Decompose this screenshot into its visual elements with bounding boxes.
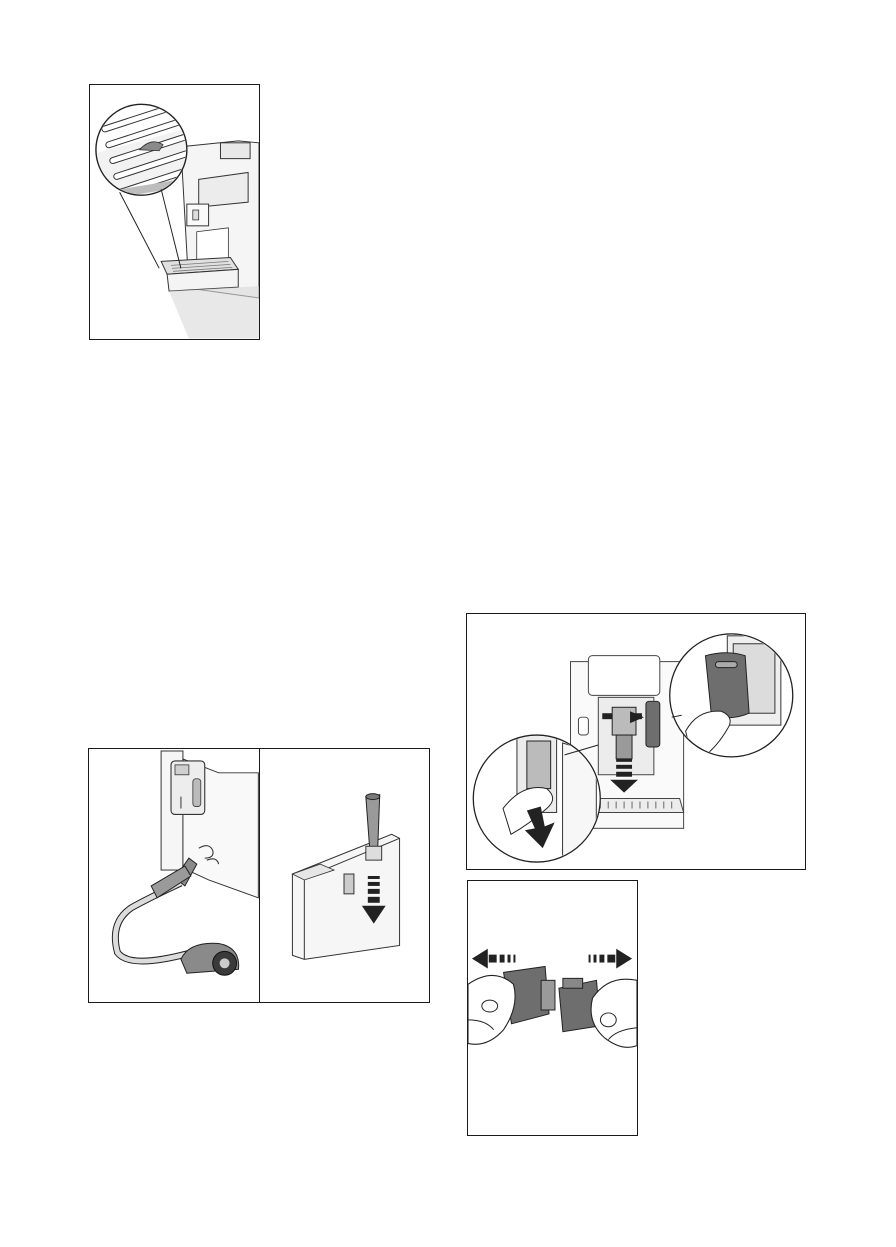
figure-unit-separation	[467, 880, 638, 1136]
figure-drip-tray-grille	[89, 84, 260, 340]
figure-brewing-unit-removal	[466, 613, 806, 870]
vacuum-cleaner-illustration	[89, 749, 259, 1002]
unit-separation-illustration	[468, 881, 637, 1135]
water-tank-filter-illustration	[260, 749, 430, 1002]
brewing-unit-removal-illustration	[467, 614, 805, 869]
drip-tray-grille-illustration	[90, 85, 259, 339]
figure-cleaning-pair	[88, 748, 430, 1003]
